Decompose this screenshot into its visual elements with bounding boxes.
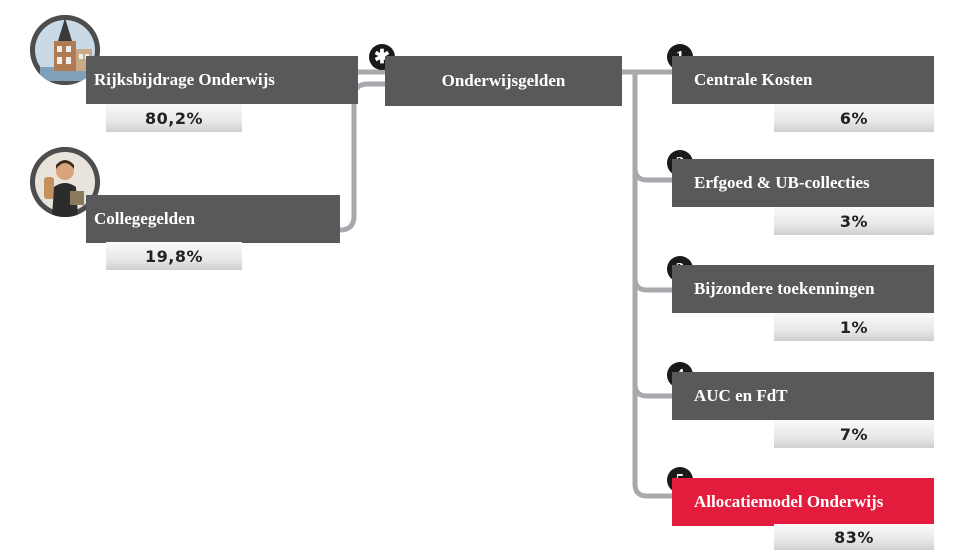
source-percent: 19,8% (106, 242, 242, 270)
source-label: Collegegelden (94, 209, 196, 228)
target-label: Erfgoed & UB-collecties (694, 173, 870, 192)
target-box-4: AUC en FdT (672, 372, 934, 420)
target-percent: 6% (774, 104, 934, 132)
connector-target-3 (632, 275, 675, 293)
target-percent: 83% (774, 524, 934, 550)
source-box-collegegelden: Collegegelden (86, 195, 340, 243)
connector-source-2 (337, 81, 388, 233)
connector-target-4 (632, 381, 675, 399)
target-box-3: Bijzondere toekenningen (672, 265, 934, 313)
target-box-5: Allocatiemodel Onderwijs (672, 478, 934, 526)
source-box-rijksbijdrage: Rijksbijdrage Onderwijs (86, 56, 358, 104)
target-percent: 3% (774, 207, 934, 235)
connector-trunk (632, 69, 675, 499)
target-box-2: Erfgoed & UB-collecties (672, 159, 934, 207)
target-label: Centrale Kosten (694, 70, 813, 89)
target-box-1: Centrale Kosten (672, 56, 934, 104)
target-percent: 7% (774, 420, 934, 448)
source-label: Rijksbijdrage Onderwijs (94, 70, 275, 89)
target-label: AUC en FdT (694, 386, 788, 405)
connector-target-2 (632, 165, 675, 183)
center-box-onderwijsgelden: Onderwijsgelden (385, 56, 622, 106)
source-percent: 80,2% (106, 104, 242, 132)
student-icon (30, 147, 100, 217)
target-percent: 1% (774, 313, 934, 341)
target-label: Bijzondere toekenningen (694, 279, 875, 298)
center-label: Onderwijsgelden (441, 71, 566, 90)
target-label: Allocatiemodel Onderwijs (694, 492, 884, 511)
